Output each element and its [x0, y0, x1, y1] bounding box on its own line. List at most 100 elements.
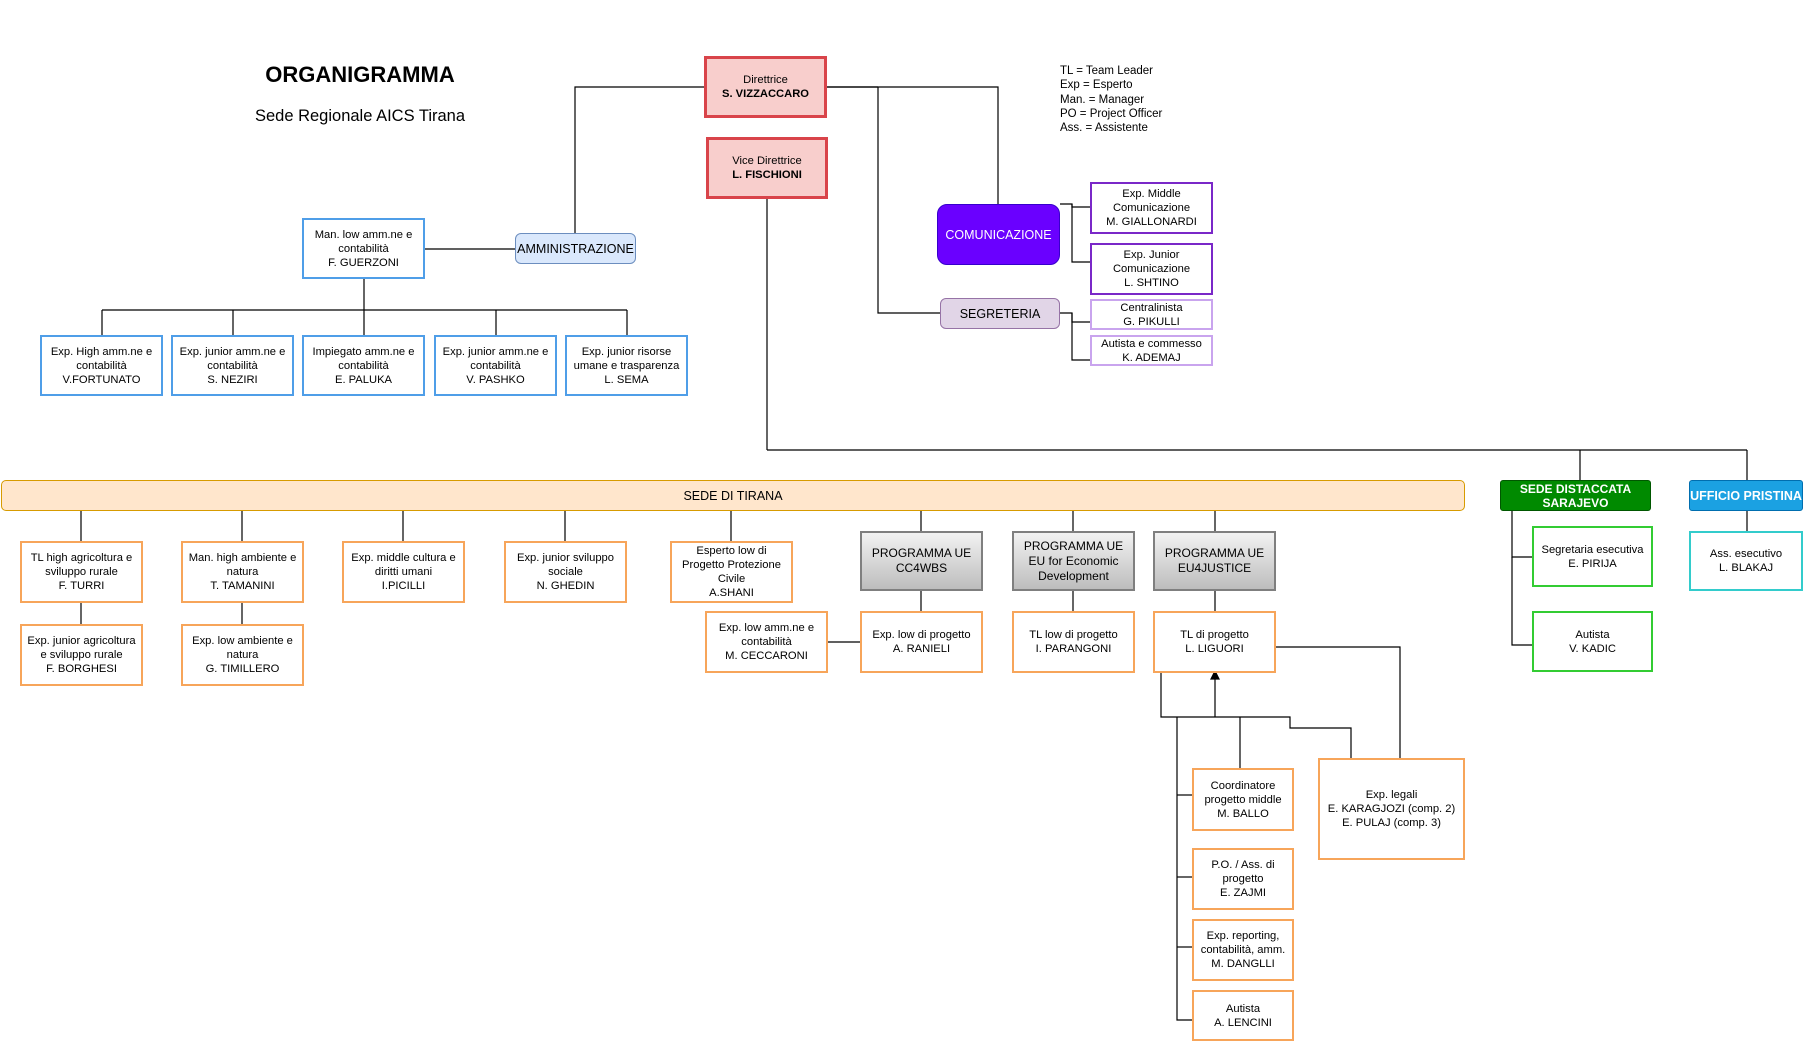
node-lencini[interactable]: Autista A. LENCINI — [1192, 990, 1294, 1041]
node-name: V. PASHKO — [466, 373, 525, 386]
node-legali[interactable]: Exp. legali E. KARAGJOZI (comp. 2) E. PU… — [1318, 758, 1465, 860]
node-name: A. RANIELI — [892, 643, 951, 655]
node-line: P.O. / Ass. di — [1211, 859, 1275, 871]
node-sede-sarajevo[interactable]: SEDE DISTACCATA SARAJEVO — [1500, 480, 1651, 511]
node-line: Autista — [1225, 1002, 1261, 1015]
node-pashko[interactable]: Exp. junior amm.ne e contabilità V. PASH… — [434, 335, 557, 396]
legend-item: TL = Team Leader — [1060, 65, 1154, 77]
node-line: PROGRAMMA UE — [1164, 546, 1265, 560]
node-line: Esperto low di — [696, 545, 767, 557]
node-ademaj[interactable]: Autista e commesso K. ADEMAJ — [1090, 335, 1213, 366]
node-blakaj[interactable]: Ass. esecutivo L. BLAKAJ — [1689, 531, 1803, 591]
node-shtino[interactable]: Exp. Junior Comunicazione L. SHTINO — [1090, 243, 1213, 295]
node-name: L. LIGUORI — [1185, 643, 1244, 655]
node-pikulli[interactable]: Centralinista G. PIKULLI — [1090, 299, 1213, 330]
node-line: TL low di progetto — [1029, 629, 1118, 641]
node-shani[interactable]: Esperto low di Progetto Protezione Civil… — [670, 541, 793, 603]
node-line: progetto middle — [1204, 793, 1282, 806]
node-label: UFFICIO PRISTINA — [1690, 488, 1802, 503]
node-line: Civile — [717, 573, 746, 585]
node-line: Centralinista — [1120, 301, 1183, 314]
node-name: F. TURRI — [58, 580, 105, 592]
node-liguori[interactable]: TL di progetto L. LIGUORI — [1153, 611, 1276, 673]
node-line: contabilità — [338, 359, 389, 372]
node-sema[interactable]: Exp. junior risorse umane e trasparenza … — [565, 335, 688, 396]
node-name: S. NEZIRI — [207, 373, 258, 386]
page-title: ORGANIGRAMMA — [265, 62, 455, 87]
node-direttrice[interactable]: Direttrice S. VIZZACCARO — [704, 56, 827, 118]
legend-item: Ass. = Assistente — [1060, 122, 1148, 135]
node-ghedin[interactable]: Exp. junior sviluppo sociale N. GHEDIN — [504, 541, 627, 603]
node-line: Ass. esecutivo — [1709, 548, 1783, 560]
node-timillero[interactable]: Exp. low ambiente e natura G. TIMILLERO — [181, 624, 304, 686]
node-eu4justice[interactable]: PROGRAMMA UE EU4JUSTICE — [1153, 531, 1276, 591]
node-name: V.FORTUNATO — [62, 373, 141, 386]
node-sede-tirana[interactable]: SEDE DI TIRANA — [1, 480, 1465, 511]
node-name: E. KARAGJOZI (comp. 2) — [1327, 803, 1456, 815]
node-label: Development — [1038, 568, 1109, 583]
node-ufficio-pristina[interactable]: UFFICIO PRISTINA — [1689, 480, 1803, 511]
node-guerzoni[interactable]: Man. low amm.ne e contabilità F. GUERZON… — [302, 218, 425, 279]
node-neziri[interactable]: Exp. junior amm.ne e contabilità S. NEZI… — [171, 335, 294, 396]
node-line: sviluppo rurale — [45, 566, 118, 578]
node-line: contabilità — [338, 242, 389, 255]
node-giallonardi[interactable]: Exp. Middle Comunicazione M. GIALLONARDI — [1090, 182, 1213, 234]
node-line: Exp. low ambiente e — [192, 635, 293, 647]
node-fortunato[interactable]: Exp. High amm.ne e contabilità V.FORTUNA… — [40, 335, 163, 396]
node-name: M. CECCARONI — [725, 650, 808, 662]
node-line: Exp. junior amm.ne e — [179, 345, 286, 358]
node-segreteria[interactable]: SEGRETERIA — [940, 298, 1060, 329]
node-paluka[interactable]: Impiegato amm.ne e contabilità E. PALUKA — [302, 335, 425, 396]
node-label: CC4WBS — [895, 561, 948, 575]
node-line: Coordinatore — [1210, 779, 1276, 792]
node-kadic[interactable]: Autista V. KADIC — [1532, 611, 1653, 672]
node-name: I.PICILLI — [381, 580, 426, 592]
node-role: Direttrice — [743, 74, 788, 86]
node-line: Exp. junior risorse — [581, 345, 672, 358]
node-name: L. BLAKAJ — [1718, 562, 1774, 574]
node-cc4wbs[interactable]: PROGRAMMA UE CC4WBS — [860, 531, 983, 591]
node-line: e sviluppo rurale — [40, 649, 123, 661]
node-name: L. SHTINO — [1124, 277, 1179, 289]
node-line: progetto — [1222, 873, 1264, 885]
node-line: Autista — [1575, 628, 1610, 641]
node-name: M. GIALLONARDI — [1106, 216, 1197, 228]
node-vice-direttrice[interactable]: Vice Direttrice L. FISCHIONI — [706, 137, 828, 199]
node-ballo[interactable]: Coordinatore progetto middle M. BALLO — [1192, 768, 1294, 831]
node-comunicazione[interactable]: COMUNICAZIONE — [937, 204, 1060, 265]
node-line: contabilità, amm. — [1200, 944, 1286, 956]
node-line: contabilità — [207, 359, 258, 372]
node-borghesi[interactable]: Exp. junior agricoltura e sviluppo rural… — [20, 624, 143, 686]
node-picilli[interactable]: Exp. middle cultura e diritti umani I.PI… — [342, 541, 465, 603]
node-line: natura — [226, 649, 259, 661]
node-zajmi[interactable]: P.O. / Ass. di progetto E. ZAJMI — [1192, 848, 1294, 910]
node-ranieli[interactable]: Exp. low di progetto A. RANIELI — [860, 611, 983, 673]
node-name: A.SHANI — [709, 587, 754, 599]
legend: TL = Team Leader Exp = Esperto Man. = Ma… — [1060, 64, 1162, 135]
node-line: Comunicazione — [1112, 202, 1191, 214]
node-turri[interactable]: TL high agricoltura e sviluppo rurale F.… — [20, 541, 143, 603]
node-line: TL high agricoltura e — [30, 552, 133, 564]
node-tamanini[interactable]: Man. high ambiente e natura T. TAMANINI — [181, 541, 304, 603]
node-line: PROGRAMMA UE — [1023, 538, 1124, 553]
node-line: TL di progetto — [1180, 629, 1249, 641]
node-label: COMUNICAZIONE — [945, 227, 1052, 242]
node-eu-economic-development[interactable]: PROGRAMMA UE EU for Economic Development — [1012, 531, 1135, 591]
node-line: Exp. middle cultura e — [351, 552, 456, 564]
node-line: Exp. junior sviluppo — [516, 552, 614, 564]
page-subtitle: Sede Regionale AICS Tirana — [254, 107, 466, 125]
node-danglli[interactable]: Exp. reporting, contabilità, amm. M. DAN… — [1192, 919, 1294, 981]
legend-item: Exp = Esperto — [1060, 79, 1133, 92]
node-name: T. TAMANINI — [210, 580, 275, 592]
node-pirija[interactable]: Segretaria esecutiva E. PIRIJA — [1532, 526, 1653, 587]
node-line: Comunicazione — [1112, 263, 1191, 275]
node-ceccaroni[interactable]: Exp. low amm.ne e contabilità M. CECCARO… — [705, 611, 828, 673]
node-parangoni[interactable]: TL low di progetto I. PARANGONI — [1012, 611, 1135, 673]
node-line: Man. low amm.ne e — [314, 228, 413, 241]
node-name: A. LENCINI — [1214, 1016, 1272, 1029]
node-label: SEDE DI TIRANA — [683, 488, 783, 503]
node-line: contabilità — [76, 359, 127, 372]
node-amministrazione[interactable]: AMMINISTRAZIONE — [515, 233, 636, 264]
node-line: Autista e commesso — [1101, 337, 1202, 350]
